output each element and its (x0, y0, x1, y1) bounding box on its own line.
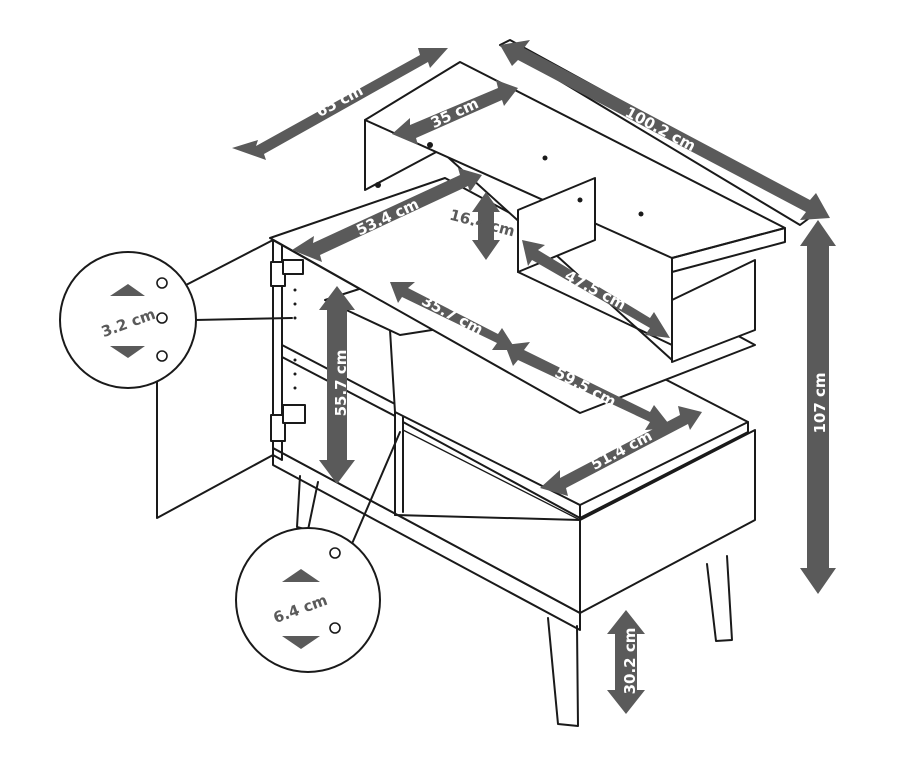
svg-text:107 cm: 107 cm (811, 372, 829, 433)
hutch-inner-shelf (517, 271, 673, 346)
callout-leader-lower (344, 431, 401, 561)
svg-text:55.7 cm: 55.7 cm (332, 350, 350, 417)
callout-hole-spacing: 6.4 cm (235, 431, 401, 673)
hole-upper (329, 547, 341, 559)
hutch-hole (542, 155, 548, 161)
callout-leader-upper (194, 317, 293, 321)
hinge-upper (270, 259, 304, 287)
leg-front-right (547, 617, 579, 727)
hutch-hole (577, 197, 583, 203)
dim-leg-height: 30.2 cm (607, 610, 645, 714)
leg-back-right (706, 555, 733, 642)
hole-top (156, 277, 168, 289)
extension-desk-edge (579, 421, 749, 519)
hutch-hole (427, 142, 433, 148)
door-edge (272, 239, 283, 461)
svg-text:65 cm: 65 cm (313, 81, 366, 121)
dimension-arrows: 65 cm 100.2 cm 107 cm 35 cm 53.4 cm 16.4… (232, 40, 836, 714)
top-desk-surface (269, 177, 756, 414)
dim-height-total: 107 cm (800, 220, 836, 594)
arrow-down-icon (282, 569, 320, 582)
svg-text:100.2 cm: 100.2 cm (622, 103, 699, 155)
cabinet-drawing (156, 39, 821, 727)
hutch-hole (638, 211, 644, 217)
hutch-top-edge (671, 227, 786, 273)
hole-middle (156, 312, 168, 324)
inner-back-line (402, 429, 581, 521)
callout-hinge-spacing: 3.2 cm (59, 251, 293, 389)
hinge-lower (270, 404, 306, 442)
arrow-up-icon (282, 636, 320, 649)
hole-lower (329, 622, 341, 634)
hutch-right-box (671, 259, 756, 363)
inner-back (394, 514, 581, 521)
svg-text:30.2 cm: 30.2 cm (621, 628, 639, 695)
arrow-down-icon (110, 284, 145, 296)
shelf-pin-holes (293, 288, 297, 390)
dim-inner-height: 55.7 cm (319, 286, 355, 484)
cabinet-right-side (579, 429, 756, 614)
hole-bottom (156, 350, 168, 362)
hutch-hole (375, 182, 381, 188)
arrow-up-icon (110, 346, 145, 358)
